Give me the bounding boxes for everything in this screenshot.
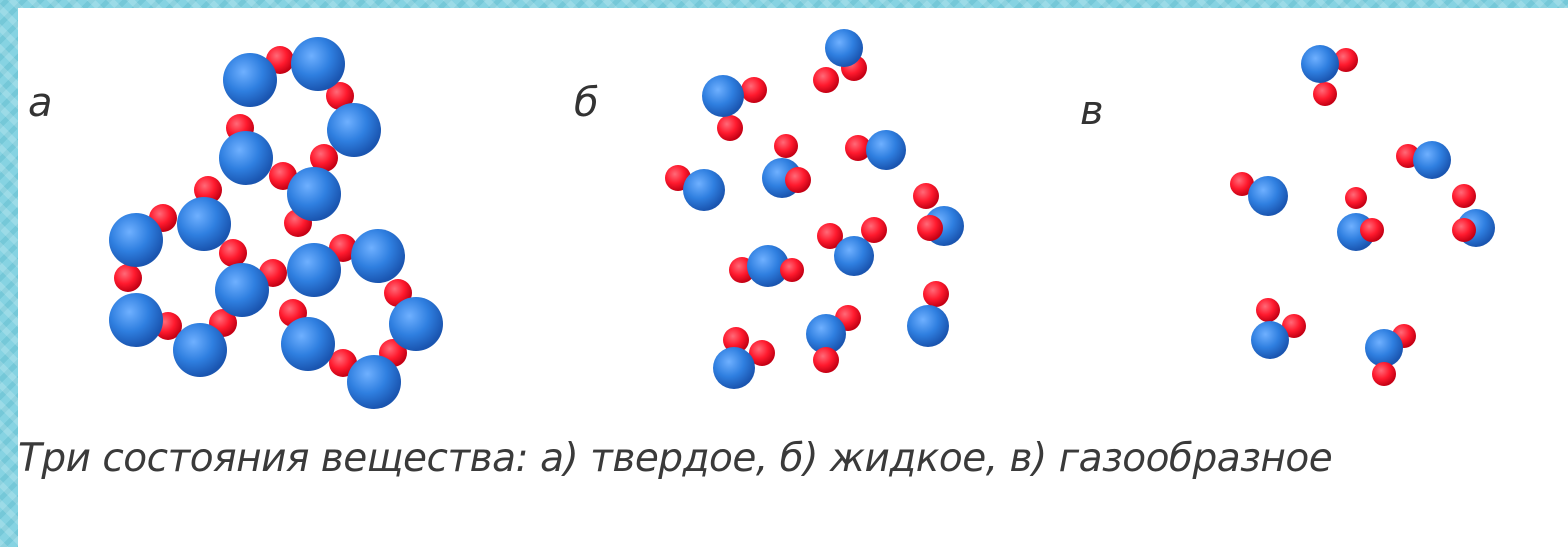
blue-atom [806, 314, 846, 354]
red-atom [1360, 218, 1384, 242]
red-atom [310, 144, 338, 172]
red-atom [717, 115, 743, 141]
illustration-panel: а б в [18, 8, 1568, 547]
red-atom [1452, 184, 1476, 208]
blue-atom [683, 169, 725, 211]
red-atom [219, 239, 247, 267]
blue-atom [825, 29, 863, 67]
gas-state-label: в [1080, 88, 1104, 134]
blue-atom [327, 103, 381, 157]
molecule [806, 305, 861, 373]
blue-atom [177, 197, 231, 251]
blue-atom [907, 305, 949, 347]
gas-molecules [1230, 45, 1495, 386]
blue-atom [281, 317, 335, 371]
molecule [913, 183, 964, 246]
blue-atom [291, 37, 345, 91]
blue-atom [173, 323, 227, 377]
red-atom [114, 264, 142, 292]
molecule [729, 245, 804, 287]
molecule [1301, 45, 1358, 106]
blue-atom [389, 297, 443, 351]
solid-state-label: а [28, 80, 53, 126]
molecule [1251, 298, 1306, 359]
molecule [813, 29, 867, 93]
figure-caption: Три состояния вещества: а) твердое, б) ж… [18, 436, 1333, 481]
molecule [1365, 324, 1416, 386]
liquid-molecules [665, 29, 964, 389]
blue-atom [287, 243, 341, 297]
red-atom [774, 134, 798, 158]
blue-atom [223, 53, 277, 107]
solid-lattice [109, 37, 443, 409]
blue-atom [1251, 321, 1289, 359]
blue-atom [834, 236, 874, 276]
red-atom [1230, 172, 1254, 196]
red-atom [923, 281, 949, 307]
blue-atom [702, 75, 744, 117]
molecule [1396, 141, 1451, 179]
red-atom [1452, 218, 1476, 242]
red-atom [749, 340, 775, 366]
molecule [702, 75, 767, 141]
red-atom [741, 77, 767, 103]
red-atom [1313, 82, 1337, 106]
red-atom [194, 176, 222, 204]
red-atom [813, 347, 839, 373]
blue-atom [1301, 45, 1339, 83]
blue-atom [219, 131, 273, 185]
blue-atom [1365, 329, 1403, 367]
blue-atom [109, 293, 163, 347]
molecule [762, 134, 811, 198]
molecule [817, 217, 887, 276]
red-atom [913, 183, 939, 209]
molecules-illustration [109, 29, 1495, 409]
red-atom [1334, 48, 1358, 72]
liquid-state-label: б [574, 80, 599, 126]
red-atom [1372, 362, 1396, 386]
red-atom [1345, 187, 1367, 209]
molecule [713, 327, 775, 389]
molecule [907, 281, 949, 347]
red-atom [1282, 314, 1306, 338]
blue-atom [1413, 141, 1451, 179]
blue-atom [351, 229, 405, 283]
red-atom [817, 223, 843, 249]
blue-atom [747, 245, 789, 287]
molecule [1230, 172, 1288, 216]
red-atom [861, 217, 887, 243]
red-atom [1256, 298, 1280, 322]
red-atom [813, 67, 839, 93]
blue-atom [713, 347, 755, 389]
blue-atom [215, 263, 269, 317]
blue-atom [866, 130, 906, 170]
red-atom [785, 167, 811, 193]
blue-atom [109, 213, 163, 267]
red-atom [845, 135, 871, 161]
blue-atom [287, 167, 341, 221]
molecule [845, 130, 906, 170]
blue-atom [347, 355, 401, 409]
red-atom [780, 258, 804, 282]
molecule [1452, 184, 1495, 247]
blue-atom [1248, 176, 1288, 216]
molecule [1337, 187, 1384, 251]
molecule [665, 165, 725, 211]
red-atom [723, 327, 749, 353]
red-atom [326, 82, 354, 110]
red-atom [917, 215, 943, 241]
